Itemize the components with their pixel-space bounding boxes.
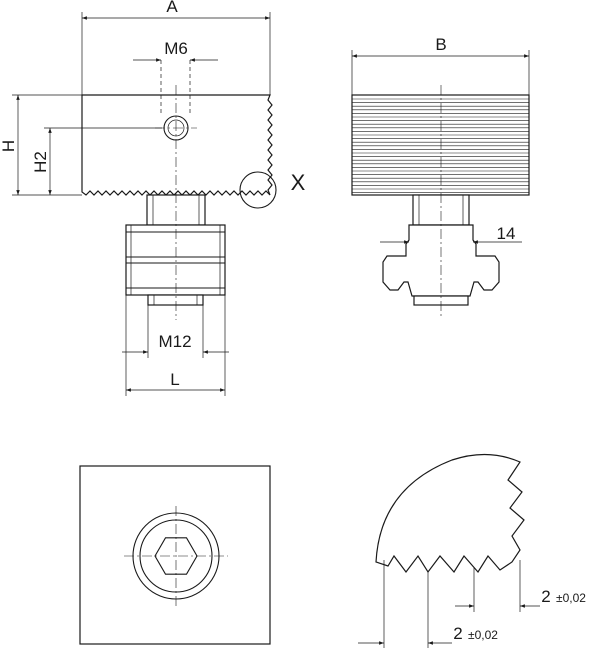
label-m6: M6: [164, 39, 188, 58]
label-pitch-1-tol: ±0,02: [556, 591, 586, 605]
top-view: [79, 465, 271, 645]
side-view: [351, 50, 530, 318]
top-square: [79, 465, 271, 645]
label-pitch-2-tol: ±0,02: [468, 628, 498, 642]
front-bottom-stub: [147, 294, 204, 306]
label-b: B: [435, 35, 446, 54]
label-pitch-1: 2: [541, 587, 550, 606]
side-ribs: [352, 98, 529, 193]
label-h2: H2: [31, 151, 50, 173]
label-pitch-2: 2: [453, 624, 462, 643]
label-14: 14: [497, 224, 516, 243]
label-l: L: [170, 370, 179, 389]
detail-x-circle: [239, 171, 277, 209]
detail-x-view: [358, 453, 540, 648]
front-knurled-block: [81, 94, 273, 196]
front-nut-block: [125, 224, 226, 296]
label-h: H: [0, 140, 18, 152]
front-view: [12, 12, 277, 396]
label-x: X: [291, 170, 306, 195]
detail-knurl-profile: [375, 453, 525, 574]
label-a: A: [166, 0, 178, 16]
label-m12: M12: [158, 332, 191, 351]
